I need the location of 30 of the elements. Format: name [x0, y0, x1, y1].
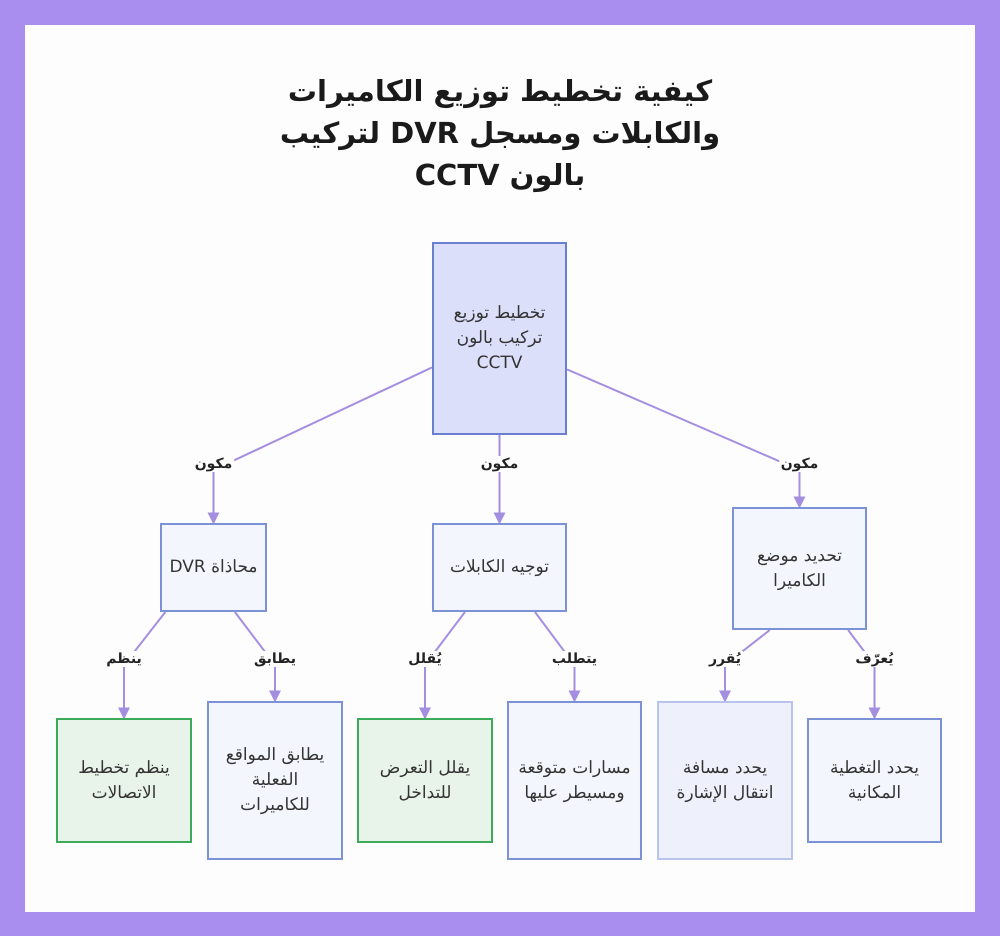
connector-arrow [566, 368, 806, 508]
concept-box [657, 701, 793, 860]
concept-box [507, 701, 642, 860]
edge-label: مكون [778, 456, 820, 472]
node-text: يطابق المواقع الفعلية للكاميرات [224, 744, 326, 817]
concept-box [432, 523, 567, 612]
node-text: ينظم تخطيط الاتصالات [77, 756, 171, 804]
edge-label: ينظم [104, 651, 144, 667]
node-text: مسارات متوقعة ومسيطر عليها [517, 756, 632, 804]
node-text: يحدد مسافة انتقال الإشارة [675, 756, 775, 804]
concept-box [432, 242, 567, 435]
edge-label: يُعرّف [853, 651, 896, 667]
node-text: يقلل التعرض للتداخل [378, 756, 472, 804]
edge-label: يُقرر [706, 651, 744, 667]
concept-box [160, 523, 267, 612]
node-text: محاذاة DVR [169, 556, 258, 579]
node-text: تخطيط توزيع تركيب بالون CCTV [452, 302, 546, 375]
connector-arrow [208, 366, 432, 524]
concept-box [56, 718, 192, 843]
diagram-title: كيفية تخطيط توزيع الكاميرات والكابلات ومسجل DVR لتركيب بالون CCTV [278, 73, 722, 194]
concept-box [732, 507, 867, 630]
edge-label: مكون [478, 456, 520, 472]
edge-label: مكون [192, 456, 234, 472]
node-text: توجيه الكابلات [450, 556, 550, 579]
node-text: يحدد التغطية المكانية [828, 756, 920, 804]
concept-box [207, 701, 343, 860]
concept-box [357, 718, 493, 843]
node-text: تحديد موضع الكاميرا [756, 544, 844, 592]
edge-label: يُقلل [406, 651, 444, 667]
concept-box [807, 718, 942, 843]
